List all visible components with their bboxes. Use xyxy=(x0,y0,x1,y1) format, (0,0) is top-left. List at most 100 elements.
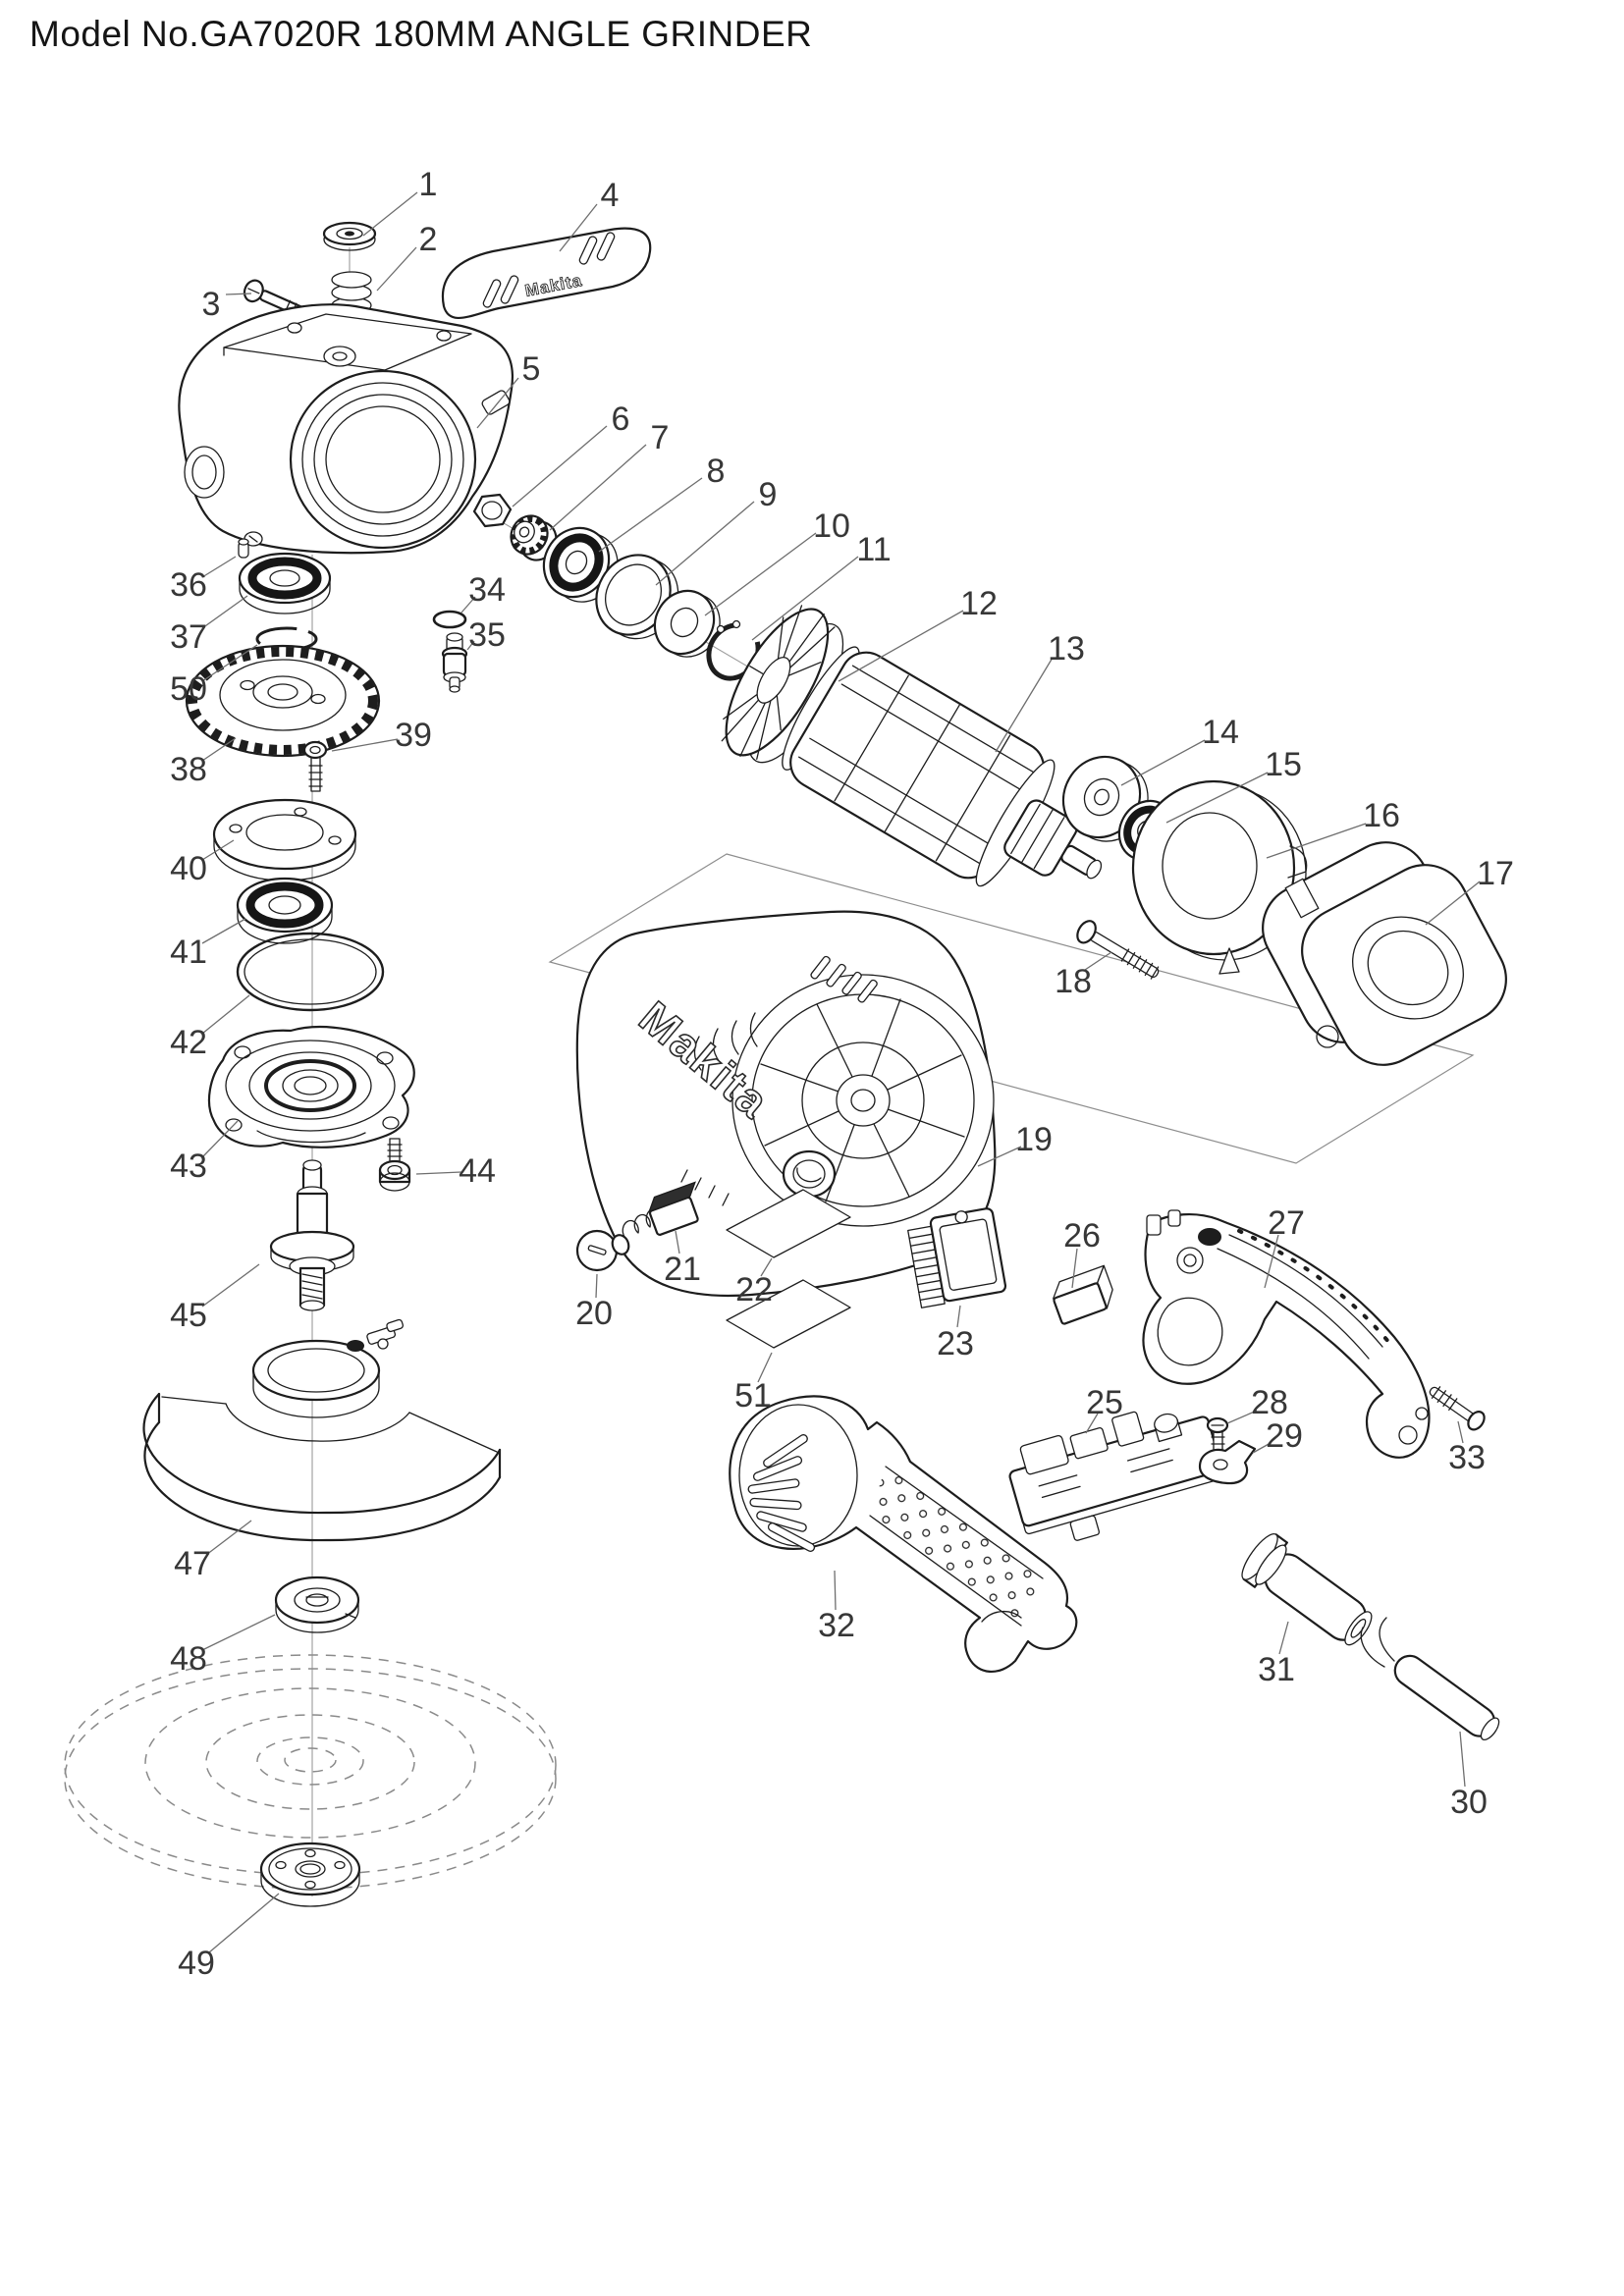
part-label-10-flat-washer: 10 xyxy=(813,507,850,545)
part-drawing-spindle-bearing xyxy=(238,552,332,614)
leader-line-27 xyxy=(1264,1234,1279,1289)
part-label-25-switch: 25 xyxy=(1086,1384,1123,1421)
part-label-19-motor-housing: 19 xyxy=(1015,1121,1053,1158)
leader-line-39 xyxy=(331,738,399,752)
part-drawing-stopper-pin xyxy=(238,538,249,559)
part-drawing-handle-housing xyxy=(1142,1209,1431,1459)
part-label-33-tapping-screw-rear: 33 xyxy=(1448,1439,1486,1476)
leader-line-45 xyxy=(201,1263,260,1308)
part-drawing-fan xyxy=(721,605,844,764)
part-label-38-bevel-gear: 38 xyxy=(170,751,207,788)
leader-line-32 xyxy=(834,1570,837,1611)
leader-line-8 xyxy=(598,477,703,553)
part-drawing-wheel-guard xyxy=(142,1318,502,1542)
part-label-29-lock-plate: 29 xyxy=(1266,1417,1303,1455)
part-label-8-ball-bearing-front: 8 xyxy=(707,453,726,490)
part-label-37-spindle-bearing: 37 xyxy=(170,618,207,656)
part-drawing-field-stator xyxy=(1262,841,1507,1066)
leader-line-19 xyxy=(977,1146,1022,1167)
page-title: Model No.GA7020R 180MM ANGLE GRINDER xyxy=(29,14,813,54)
part-label-44-hex-socket-bolt: 44 xyxy=(459,1152,496,1190)
leader-line-44 xyxy=(415,1171,462,1175)
part-label-11-retaining-ring: 11 xyxy=(856,531,891,568)
part-label-20-brush-holder-cap: 20 xyxy=(575,1295,613,1332)
part-drawing-lock-plate xyxy=(1198,1439,1257,1485)
part-label-41-lower-bearing: 41 xyxy=(170,934,207,971)
leader-line-25 xyxy=(1085,1413,1099,1434)
part-label-36-stopper-pin: 36 xyxy=(170,566,207,604)
part-drawing-handle-cover: Makita xyxy=(441,227,652,319)
leader-line-38 xyxy=(201,737,237,762)
part-label-13-armature: 13 xyxy=(1048,630,1085,667)
leader-line-47 xyxy=(205,1520,252,1556)
leader-line-30 xyxy=(1459,1731,1466,1788)
leader-line-26 xyxy=(1071,1248,1078,1289)
part-drawing-carbon-brush xyxy=(1053,1264,1113,1325)
part-label-15-ball-bearing-rear: 15 xyxy=(1265,746,1302,783)
part-drawing-o-ring-small xyxy=(432,610,467,629)
part-drawing-controller xyxy=(907,1207,1007,1308)
part-drawing-power-cord xyxy=(1360,1617,1500,1741)
part-drawing-pinion-gear xyxy=(510,514,558,561)
part-leaders xyxy=(201,191,1481,1953)
part-drawing-cup-washer xyxy=(322,221,377,251)
leader-line-34 xyxy=(460,596,476,614)
leader-line-17 xyxy=(1425,881,1481,926)
leader-line-9 xyxy=(655,501,755,586)
part-label-49-lock-nut: 49 xyxy=(178,1945,215,1982)
leader-line-33 xyxy=(1457,1420,1464,1444)
part-drawing-gear-housing xyxy=(178,303,514,555)
part-drawing-hex-socket-bolt xyxy=(378,1138,411,1192)
leader-line-21 xyxy=(675,1230,680,1255)
leader-line-23 xyxy=(956,1305,961,1328)
motor-assembly-boundary xyxy=(548,853,1475,1164)
leader-line-35 xyxy=(466,640,475,651)
part-drawing-bevel-gear xyxy=(185,644,381,758)
leader-line-50 xyxy=(201,644,258,682)
part-label-40-bearing-plate: 40 xyxy=(170,850,207,887)
part-drawing-brush-holder-cap xyxy=(575,1229,619,1272)
leader-line-12 xyxy=(838,610,964,682)
part-label-7-pinion-gear: 7 xyxy=(651,419,670,456)
part-label-14-bearing-retainer: 14 xyxy=(1202,714,1239,751)
leader-line-11 xyxy=(751,556,859,641)
leader-line-48 xyxy=(201,1614,276,1651)
part-drawing-inner-flange xyxy=(274,1575,360,1633)
leader-line-41 xyxy=(201,918,246,944)
leader-line-22 xyxy=(760,1257,773,1277)
part-drawing-cord-guard-sleeve xyxy=(1241,1532,1373,1646)
leader-line-40 xyxy=(201,839,235,861)
part-label-42-o-ring-large: 42 xyxy=(170,1024,207,1061)
leader-line-28 xyxy=(1226,1410,1258,1424)
part-label-5-gear-housing: 5 xyxy=(522,350,541,388)
part-drawing-tapping-screw-rear xyxy=(1429,1386,1486,1431)
part-label-4-handle-cover: 4 xyxy=(601,177,620,214)
part-drawing-flat-washer xyxy=(653,589,721,658)
part-drawing-shoulder-pin xyxy=(441,632,468,693)
leader-line-49 xyxy=(208,1893,280,1953)
leader-line-29 xyxy=(1252,1442,1272,1454)
part-label-32-rear-cover: 32 xyxy=(818,1607,855,1644)
part-drawing-switch xyxy=(1008,1411,1224,1541)
leader-line-43 xyxy=(201,1120,239,1158)
part-label-2-compression-spring: 2 xyxy=(419,221,438,258)
leader-line-7 xyxy=(549,444,647,531)
part-drawing-rear-cover xyxy=(729,1395,1078,1673)
part-label-21-brush-holder: 21 xyxy=(664,1251,701,1288)
part-drawing-armature xyxy=(782,646,1103,887)
part-label-45-spindle: 45 xyxy=(170,1297,207,1334)
leader-line-37 xyxy=(201,595,248,629)
part-drawing-bearing-plate xyxy=(212,798,357,881)
part-drawing-ball-bearing-front xyxy=(542,526,619,603)
leader-line-4 xyxy=(559,203,598,252)
part-drawing-caution-label xyxy=(726,1279,851,1349)
part-drawing-hex-nut xyxy=(472,493,513,528)
part-label-50-gear-retaining-ring: 50 xyxy=(170,670,207,708)
leader-line-31 xyxy=(1278,1621,1289,1655)
part-drawing-o-ring-large xyxy=(236,932,385,1012)
part-label-30-power-cord: 30 xyxy=(1450,1784,1488,1821)
part-label-43-bearing-box: 43 xyxy=(170,1148,207,1185)
part-drawing-tapping-screw-long xyxy=(1076,920,1160,980)
leader-line-15 xyxy=(1165,772,1269,824)
